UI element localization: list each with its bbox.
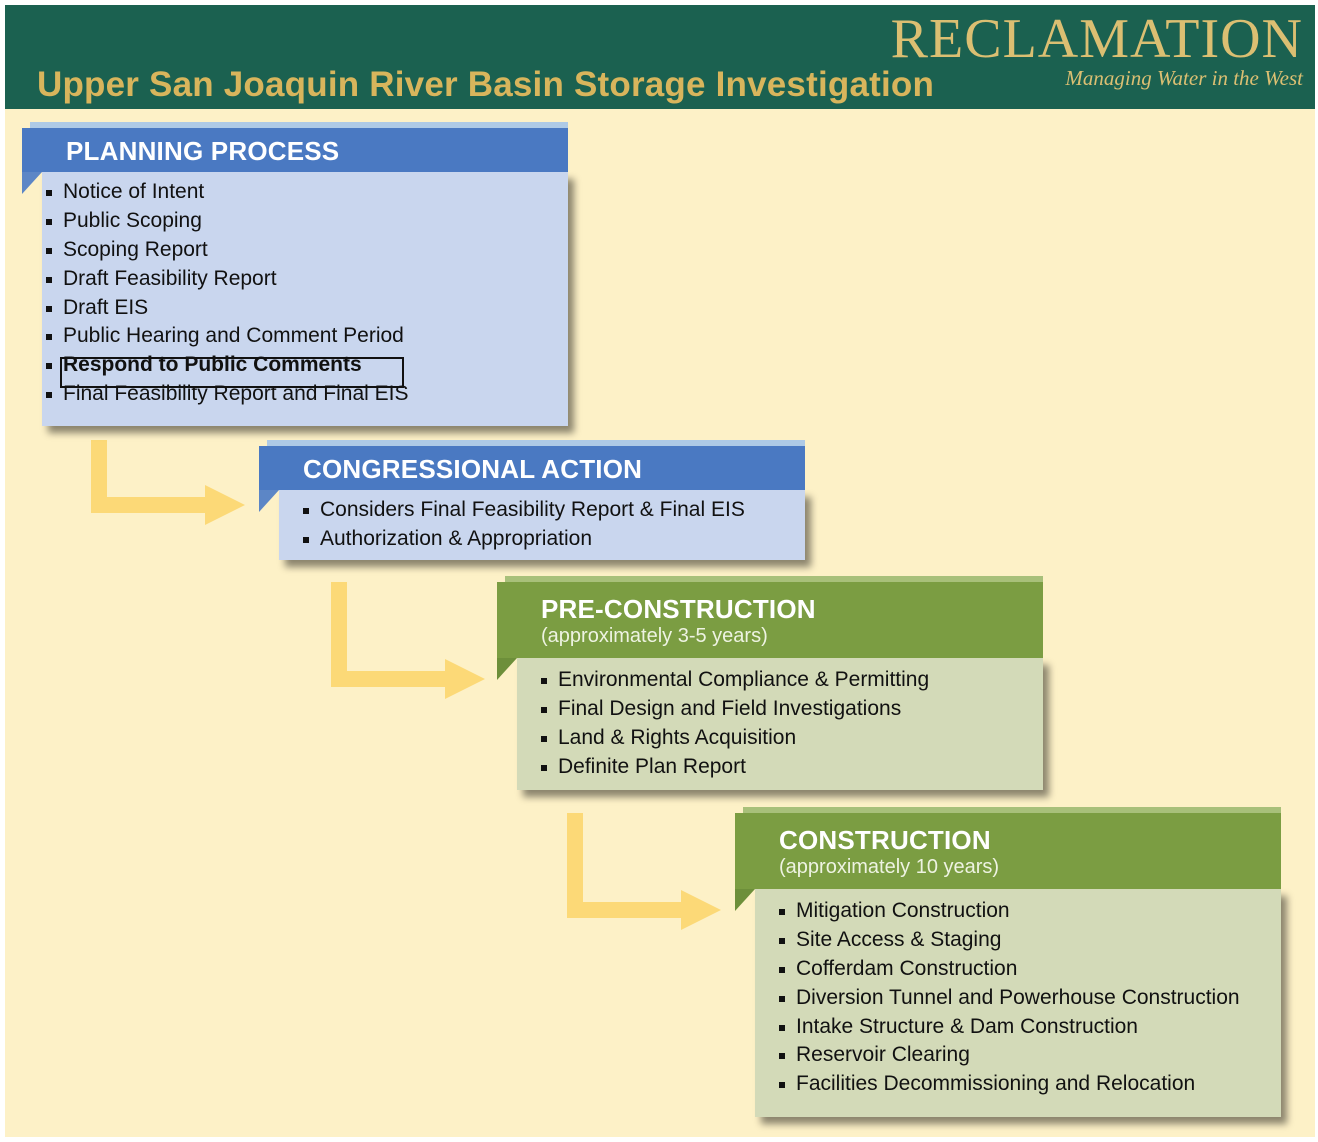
list-item: Draft EIS: [46, 294, 409, 323]
list-item: Draft Feasibility Report: [46, 265, 409, 294]
list-item: Authorization & Appropriation: [303, 525, 745, 554]
list-item: Considers Final Feasibility Report & Fin…: [303, 496, 745, 525]
stage-construction: CONSTRUCTION (approximately 10 years) Mi…: [735, 807, 1281, 1119]
brand-logo: RECLAMATION Managing Water in the West: [891, 11, 1303, 89]
bullet-icon: [779, 1082, 785, 1089]
bullet-icon: [541, 678, 547, 684]
stage-header: CONSTRUCTION (approximately 10 years): [735, 807, 1281, 889]
stage-planning-process: PLANNING PROCESS Notice of Intent Public…: [22, 122, 568, 428]
list-item: Site Access & Staging: [779, 926, 1240, 955]
list-item: Scoping Report: [46, 236, 409, 265]
list-item: Environmental Compliance & Permitting: [541, 666, 929, 695]
stage-header: PRE-CONSTRUCTION (approximately 3-5 year…: [497, 576, 1043, 658]
page-title: Upper San Joaquin River Basin Storage In…: [37, 65, 935, 104]
arrow-planning-to-congress: [91, 440, 245, 525]
panel-fold: [259, 490, 279, 512]
stage-subtitle: (approximately 10 years): [779, 856, 1000, 878]
stage-title: PRE-CONSTRUCTION: [541, 594, 816, 624]
bullet-icon: [46, 334, 52, 341]
bullet-icon: [46, 190, 52, 196]
bullet-icon: [46, 247, 52, 254]
bullet-icon: [541, 706, 547, 713]
stage-panel: [279, 490, 805, 560]
bullet-icon: [46, 276, 52, 283]
list-item: Final Design and Field Investigations: [541, 695, 929, 724]
stage-panel: [42, 172, 568, 426]
stage-panel: [755, 889, 1281, 1117]
bullet-icon: [303, 536, 309, 543]
list-item: Public Hearing and Comment Period: [46, 322, 409, 351]
flow-arrows: [91, 440, 721, 930]
bullet-icon: [46, 392, 52, 399]
list-item: Definite Plan Report: [541, 753, 929, 782]
bullet-icon: [779, 1053, 785, 1060]
bullet-icon: [779, 966, 785, 973]
stage-title: CONGRESSIONAL ACTION: [303, 454, 643, 484]
brand-tagline: Managing Water in the West: [1065, 66, 1303, 90]
stage-header: PLANNING PROCESS: [22, 122, 568, 172]
bullet-icon: [541, 764, 547, 771]
stage-pre-construction: PRE-CONSTRUCTION (approximately 3-5 year…: [497, 576, 1043, 792]
bullet-icon: [779, 1024, 785, 1031]
stage-item-list: Environmental Compliance & Permitting Fi…: [541, 666, 929, 782]
bullet-icon: [46, 363, 52, 370]
panel-fold: [735, 889, 755, 911]
panel-fold: [497, 658, 517, 680]
stage-subtitle: (approximately 3-5 years): [541, 625, 768, 647]
list-item: Notice of Intent: [46, 178, 409, 207]
list-item: Mitigation Construction: [779, 897, 1240, 926]
bullet-icon: [46, 218, 52, 225]
list-item: Land & Rights Acquisition: [541, 724, 929, 753]
list-item: Intake Structure & Dam Construction: [779, 1013, 1240, 1042]
panel-fold: [22, 172, 42, 194]
diagram-canvas: Upper San Joaquin River Basin Storage In…: [5, 5, 1315, 1137]
highlight-box: [60, 357, 404, 388]
stage-congressional-action: CONGRESSIONAL ACTION Considers Final Fea…: [259, 440, 805, 564]
stage-item-list: Considers Final Feasibility Report & Fin…: [303, 496, 745, 554]
list-item: Cofferdam Construction: [779, 955, 1240, 984]
list-item: Reservoir Clearing: [779, 1041, 1240, 1070]
bullet-icon: [541, 735, 547, 742]
stage-title: PLANNING PROCESS: [66, 136, 340, 166]
list-item: Facilities Decommissioning and Relocatio…: [779, 1070, 1240, 1099]
stage-panel: [517, 658, 1043, 790]
stage-title: CONSTRUCTION: [779, 825, 991, 855]
stage-item-list: Mitigation Construction Site Access & St…: [779, 897, 1240, 1099]
bullet-icon: [46, 305, 52, 312]
arrow-congress-to-preconstruction: [331, 582, 485, 699]
list-item-highlighted: Respond to Public Comments: [46, 351, 409, 380]
list-item: Public Scoping: [46, 207, 409, 236]
bullet-icon: [779, 995, 785, 1002]
bullet-icon: [779, 909, 785, 915]
arrow-preconstruction-to-construction: [567, 813, 721, 930]
list-item: Diversion Tunnel and Powerhouse Construc…: [779, 984, 1240, 1013]
brand-name: RECLAMATION: [890, 8, 1303, 70]
bullet-icon: [779, 937, 785, 944]
bullet-icon: [303, 508, 309, 514]
stage-header: CONGRESSIONAL ACTION: [259, 440, 805, 490]
header-bar: Upper San Joaquin River Basin Storage In…: [5, 5, 1315, 109]
